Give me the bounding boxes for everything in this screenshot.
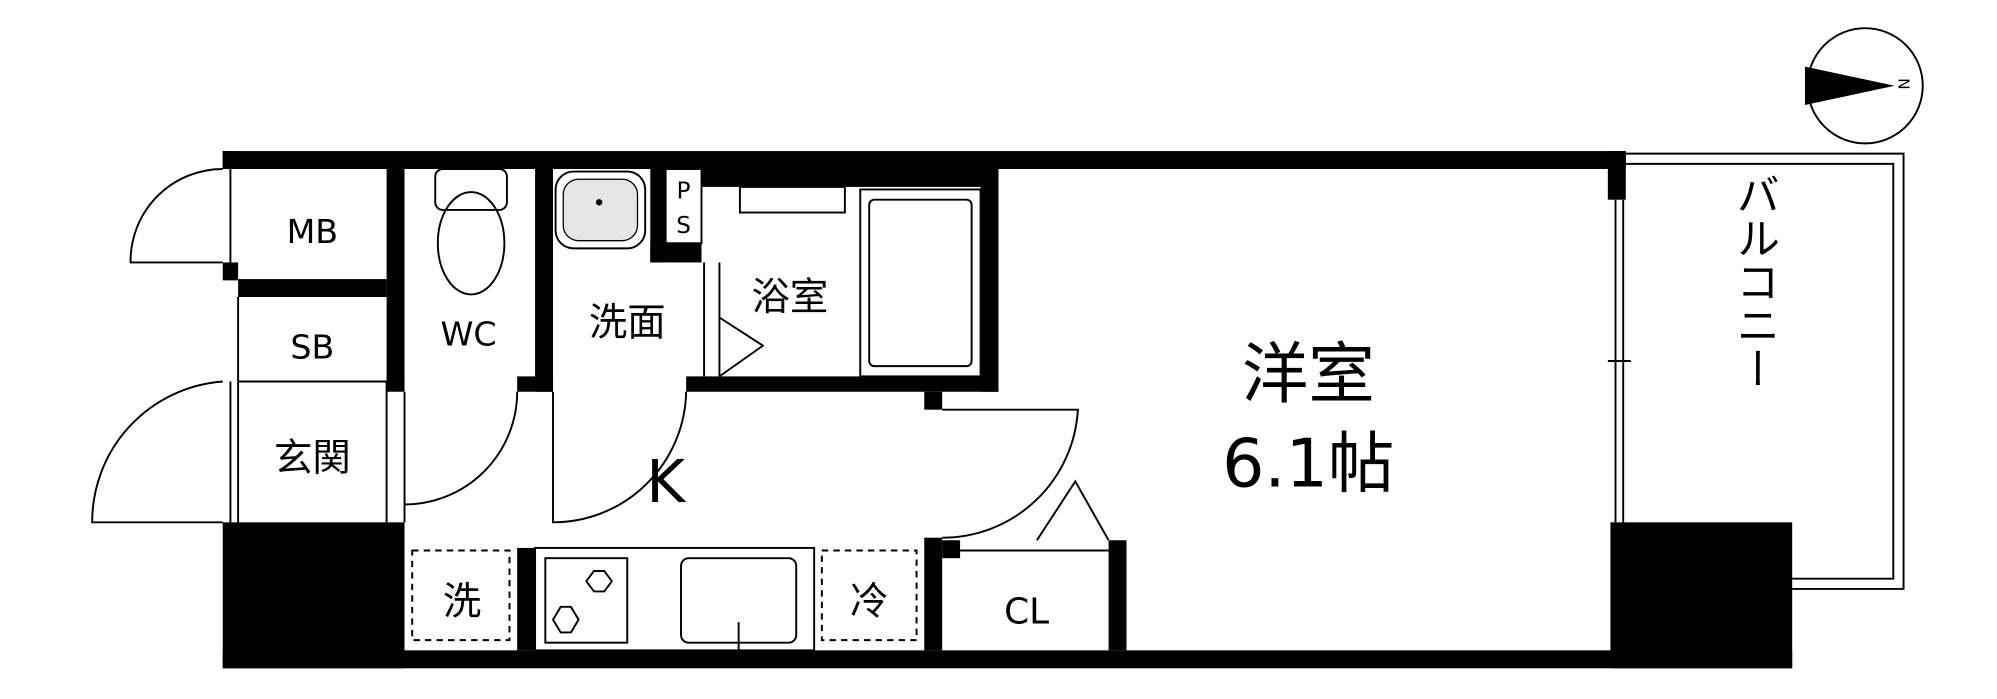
label-kitchen: K <box>646 447 686 516</box>
label-mb: MB <box>287 212 339 251</box>
door-wc <box>404 391 519 506</box>
compass-label: N <box>1894 78 1912 90</box>
door-mb <box>129 168 223 264</box>
label-closet: CL <box>1004 591 1049 632</box>
label-ps-p: P <box>677 178 691 204</box>
label-bathroom: 浴室 <box>751 275 828 320</box>
toilet-icon <box>434 168 508 211</box>
label-sb: SB <box>290 327 334 366</box>
label-entrance: 玄関 <box>274 436 351 481</box>
label-western-room-size: 6.1帖 <box>1222 424 1394 502</box>
label-washer: 洗 <box>443 580 481 625</box>
door-room <box>942 408 1079 539</box>
north-arrow-icon <box>1804 66 1895 105</box>
kitchen-counter <box>534 546 816 652</box>
compass: N <box>1804 27 1924 145</box>
door-entrance <box>91 380 223 524</box>
walls <box>222 151 1793 669</box>
label-balcony: バルコニー <box>1729 173 1779 391</box>
balcony <box>1625 152 1905 590</box>
room-labels: MB SB WC P S 洗面 浴室 玄関 K 洋室 6.1帖 CL 洗 冷 バ… <box>274 173 1779 633</box>
stove-icon <box>544 557 629 644</box>
label-ps-s: S <box>676 213 691 239</box>
label-fridge: 冷 <box>850 580 888 625</box>
door-washroom <box>552 391 688 524</box>
sink-icon <box>554 170 647 250</box>
label-western-room: 洋室 <box>1242 335 1375 413</box>
label-wc: WC <box>440 315 496 354</box>
bathtub-icon <box>859 188 982 378</box>
label-washroom: 洗面 <box>589 300 666 345</box>
fixtures <box>91 168 1631 652</box>
